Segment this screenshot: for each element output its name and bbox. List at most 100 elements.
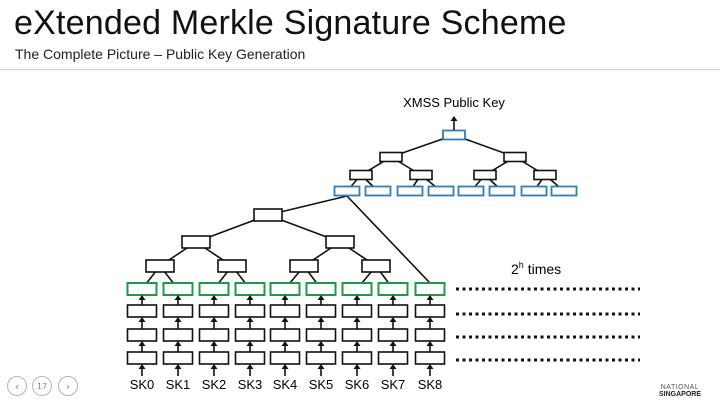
ots-public-key-node xyxy=(305,282,337,296)
chain-node xyxy=(269,304,301,318)
slide-title: eXtended Merkle Signature Scheme xyxy=(14,4,567,42)
chain-up-arrow xyxy=(174,341,182,346)
chain-up-arrow xyxy=(138,364,146,369)
chain-node xyxy=(126,304,158,318)
lower-tree-node xyxy=(145,259,175,273)
chain-node xyxy=(126,328,158,342)
chain-node xyxy=(198,304,230,318)
chain-up-arrow xyxy=(174,364,182,369)
secret-key-label: SK5 xyxy=(309,377,334,392)
chain-up-arrow xyxy=(174,295,182,300)
ots-public-key-node xyxy=(414,282,446,296)
chain-node xyxy=(377,351,409,365)
connector-edge xyxy=(346,195,431,284)
chain-up-arrow xyxy=(246,364,254,369)
chain-up-arrow xyxy=(281,364,289,369)
lower-tree-node xyxy=(361,259,391,273)
chain-up-arrow xyxy=(210,364,218,369)
ots-public-key-node xyxy=(269,282,301,296)
lower-tree-node xyxy=(181,235,211,249)
root-up-arrow xyxy=(450,116,458,121)
chain-up-arrow xyxy=(210,341,218,346)
previous-slide-button[interactable]: ‹ xyxy=(7,376,27,396)
chain-up-arrow xyxy=(389,364,397,369)
upper-tree-leaf-node xyxy=(457,185,485,197)
public-key-root-node xyxy=(442,129,466,141)
chain-up-arrow xyxy=(317,341,325,346)
chain-up-arrow xyxy=(138,295,146,300)
chain-up-arrow xyxy=(281,295,289,300)
chain-up-arrow xyxy=(353,317,361,322)
ots-public-key-node xyxy=(377,282,409,296)
upper-tree-node xyxy=(409,169,433,181)
chain-node xyxy=(305,328,337,342)
lower-tree-node xyxy=(325,235,355,249)
chain-up-arrow xyxy=(317,364,325,369)
university-logo: NATIONAL SINGAPORE xyxy=(650,384,710,398)
chain-up-arrow xyxy=(138,317,146,322)
upper-tree-leaf-node xyxy=(427,185,455,197)
upper-tree-leaf-node xyxy=(364,185,392,197)
upper-tree-node xyxy=(503,151,527,163)
secret-key-label: SK8 xyxy=(418,377,443,392)
lower-tree-node xyxy=(289,259,319,273)
secret-key-label: SK1 xyxy=(166,377,191,392)
logo-wordmark: SINGAPORE xyxy=(658,391,701,398)
chain-node xyxy=(305,351,337,365)
chain-up-arrow xyxy=(138,341,146,346)
chain-up-arrow xyxy=(246,341,254,346)
chain-node xyxy=(341,328,373,342)
ots-public-key-node xyxy=(234,282,266,296)
ots-public-key-node xyxy=(126,282,158,296)
lower-tree-root-node xyxy=(253,208,283,222)
chain-node xyxy=(414,304,446,318)
chain-up-arrow xyxy=(281,341,289,346)
chain-node xyxy=(269,351,301,365)
upper-tree-leaf-node xyxy=(396,185,424,197)
upper-tree-node xyxy=(533,169,557,181)
upper-tree-leaf-node xyxy=(550,185,578,197)
chain-node xyxy=(234,328,266,342)
lower-tree-node xyxy=(217,259,247,273)
xmss-public-key-label: XMSS Public Key xyxy=(403,95,505,110)
chain-node xyxy=(126,351,158,365)
chain-up-arrow xyxy=(389,295,397,300)
dotted-rows xyxy=(456,287,640,362)
chain-up-arrow xyxy=(353,341,361,346)
ots-public-key-node xyxy=(341,282,373,296)
secret-key-label: SK7 xyxy=(381,377,406,392)
arrows xyxy=(138,116,458,376)
slide-subtitle: The Complete Picture – Public Key Genera… xyxy=(15,46,306,62)
chain-node xyxy=(162,351,194,365)
chain-up-arrow xyxy=(317,317,325,322)
next-slide-button[interactable]: › xyxy=(58,376,78,396)
chain-up-arrow xyxy=(389,341,397,346)
logo-mark: NATIONAL xyxy=(660,384,700,391)
chain-node xyxy=(377,304,409,318)
chain-node xyxy=(377,328,409,342)
chain-up-arrow xyxy=(353,295,361,300)
upper-tree-node xyxy=(473,169,497,181)
chain-up-arrow xyxy=(426,341,434,346)
title-divider xyxy=(0,69,720,70)
nodes xyxy=(126,129,578,365)
page-number: 17 xyxy=(32,376,52,396)
chain-node xyxy=(414,351,446,365)
chain-node xyxy=(341,304,373,318)
chain-node xyxy=(234,304,266,318)
upper-tree-node xyxy=(379,151,403,163)
secret-key-label: SK2 xyxy=(202,377,227,392)
chain-up-arrow xyxy=(174,317,182,322)
secret-key-label: SK4 xyxy=(273,377,298,392)
repeat-label: 2h times xyxy=(511,260,561,277)
chain-up-arrow xyxy=(426,364,434,369)
upper-tree-leaf-node xyxy=(520,185,548,197)
chain-up-arrow xyxy=(426,295,434,300)
ots-public-key-node xyxy=(162,282,194,296)
chain-up-arrow xyxy=(246,317,254,322)
chain-node xyxy=(305,304,337,318)
upper-tree-leaf-node xyxy=(488,185,516,197)
ots-public-key-node xyxy=(198,282,230,296)
